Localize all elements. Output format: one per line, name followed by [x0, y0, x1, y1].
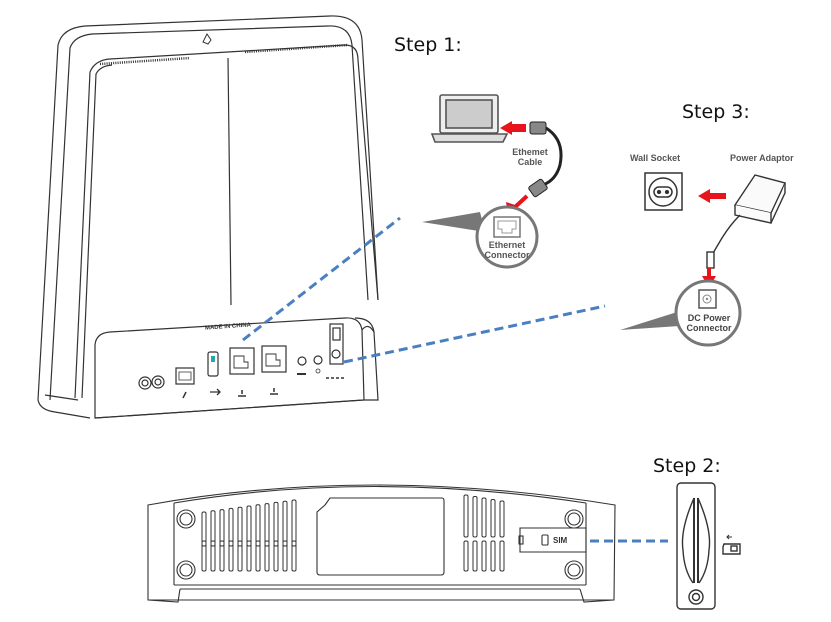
step1-illustration	[422, 94, 563, 269]
laptop-icon	[430, 94, 509, 143]
vent-slot	[499, 540, 505, 572]
dc-power-connector-callout	[674, 279, 742, 347]
step3-illustration	[620, 172, 786, 347]
vent-slot	[282, 500, 288, 547]
vent-slot	[472, 496, 478, 538]
step-3-label: Step 3:	[682, 101, 750, 123]
vent-slot	[246, 540, 252, 572]
usb-port	[207, 351, 219, 377]
lan-port-2	[261, 345, 287, 373]
vent-slots	[201, 494, 505, 572]
vent-slot	[291, 499, 297, 547]
arrow-to-laptop-icon	[502, 124, 526, 132]
vent-slot	[273, 501, 279, 547]
vent-slot	[201, 511, 207, 547]
ethernet-cable-label: Ethemet Cable	[505, 147, 555, 167]
wall-socket-label: Wall Socket	[630, 153, 681, 163]
vent-slot	[228, 507, 234, 547]
dc-label-line2: Connector	[686, 323, 732, 333]
dc-pointer-line	[343, 304, 606, 364]
cable-label-line1: Ethemet	[512, 147, 548, 157]
sim-slot-detail	[676, 482, 741, 610]
router-ports	[138, 323, 344, 399]
vent-slot	[273, 540, 279, 572]
vent-slot	[228, 540, 234, 572]
antenna-port-2	[151, 375, 165, 389]
vent-slot	[481, 497, 487, 538]
ethernet-connector-label: Ethernet Connector	[479, 240, 535, 260]
vent-slot	[291, 540, 297, 572]
ethernet-pointer-line	[242, 216, 401, 342]
connector-label-line2: Connector	[484, 250, 530, 260]
router-bottom-view	[147, 484, 616, 603]
sim-insert-icon	[722, 534, 741, 555]
vent-slot	[246, 505, 252, 547]
power-adaptor-icon	[706, 174, 786, 269]
wps-button	[313, 355, 323, 365]
connector-label-line1: Ethernet	[488, 240, 526, 250]
power-adaptor-label: Power Adaptor	[730, 153, 794, 163]
step-2-label: Step 2:	[653, 455, 721, 477]
sim-label: SIM	[553, 536, 568, 545]
dc-label-line1: DC Power	[687, 313, 731, 323]
vent-slot	[264, 540, 270, 572]
vent-slot	[472, 540, 478, 572]
vent-slot	[282, 540, 288, 572]
vent-slot	[237, 540, 243, 572]
wall-socket-icon	[644, 172, 683, 211]
arrow-head	[500, 121, 512, 135]
connector-pointer-lines	[242, 216, 668, 543]
vent-slot	[237, 506, 243, 547]
vent-slot	[490, 540, 496, 572]
vent-slot	[463, 540, 469, 572]
vent-slot	[264, 503, 270, 547]
step-1-label: Step 1:	[394, 34, 462, 56]
dc-in-port	[331, 349, 341, 359]
vent-slot	[499, 500, 505, 538]
vent-slot	[255, 540, 261, 572]
vent-slot	[219, 509, 225, 547]
arrow-to-socket-icon	[698, 189, 710, 203]
vent-slot	[481, 540, 487, 572]
vent-slot	[210, 540, 216, 572]
vent-slot	[210, 510, 216, 547]
vent-slot	[219, 540, 225, 572]
dc-power-connector-label: DC Power Connector	[679, 313, 739, 333]
cable-label-line2: Cable	[517, 157, 543, 167]
lan-port-1	[229, 347, 255, 375]
vent-slot	[201, 540, 207, 572]
ethernet-cable-icon	[528, 121, 563, 198]
power-switch-slot	[329, 323, 344, 365]
vent-slot	[463, 494, 469, 538]
reset-button	[297, 356, 307, 366]
antenna-port-1	[138, 376, 152, 390]
phone-port	[175, 367, 195, 385]
vent-slot	[255, 504, 261, 547]
router-back-view	[37, 15, 379, 419]
vent-slot	[490, 499, 496, 538]
